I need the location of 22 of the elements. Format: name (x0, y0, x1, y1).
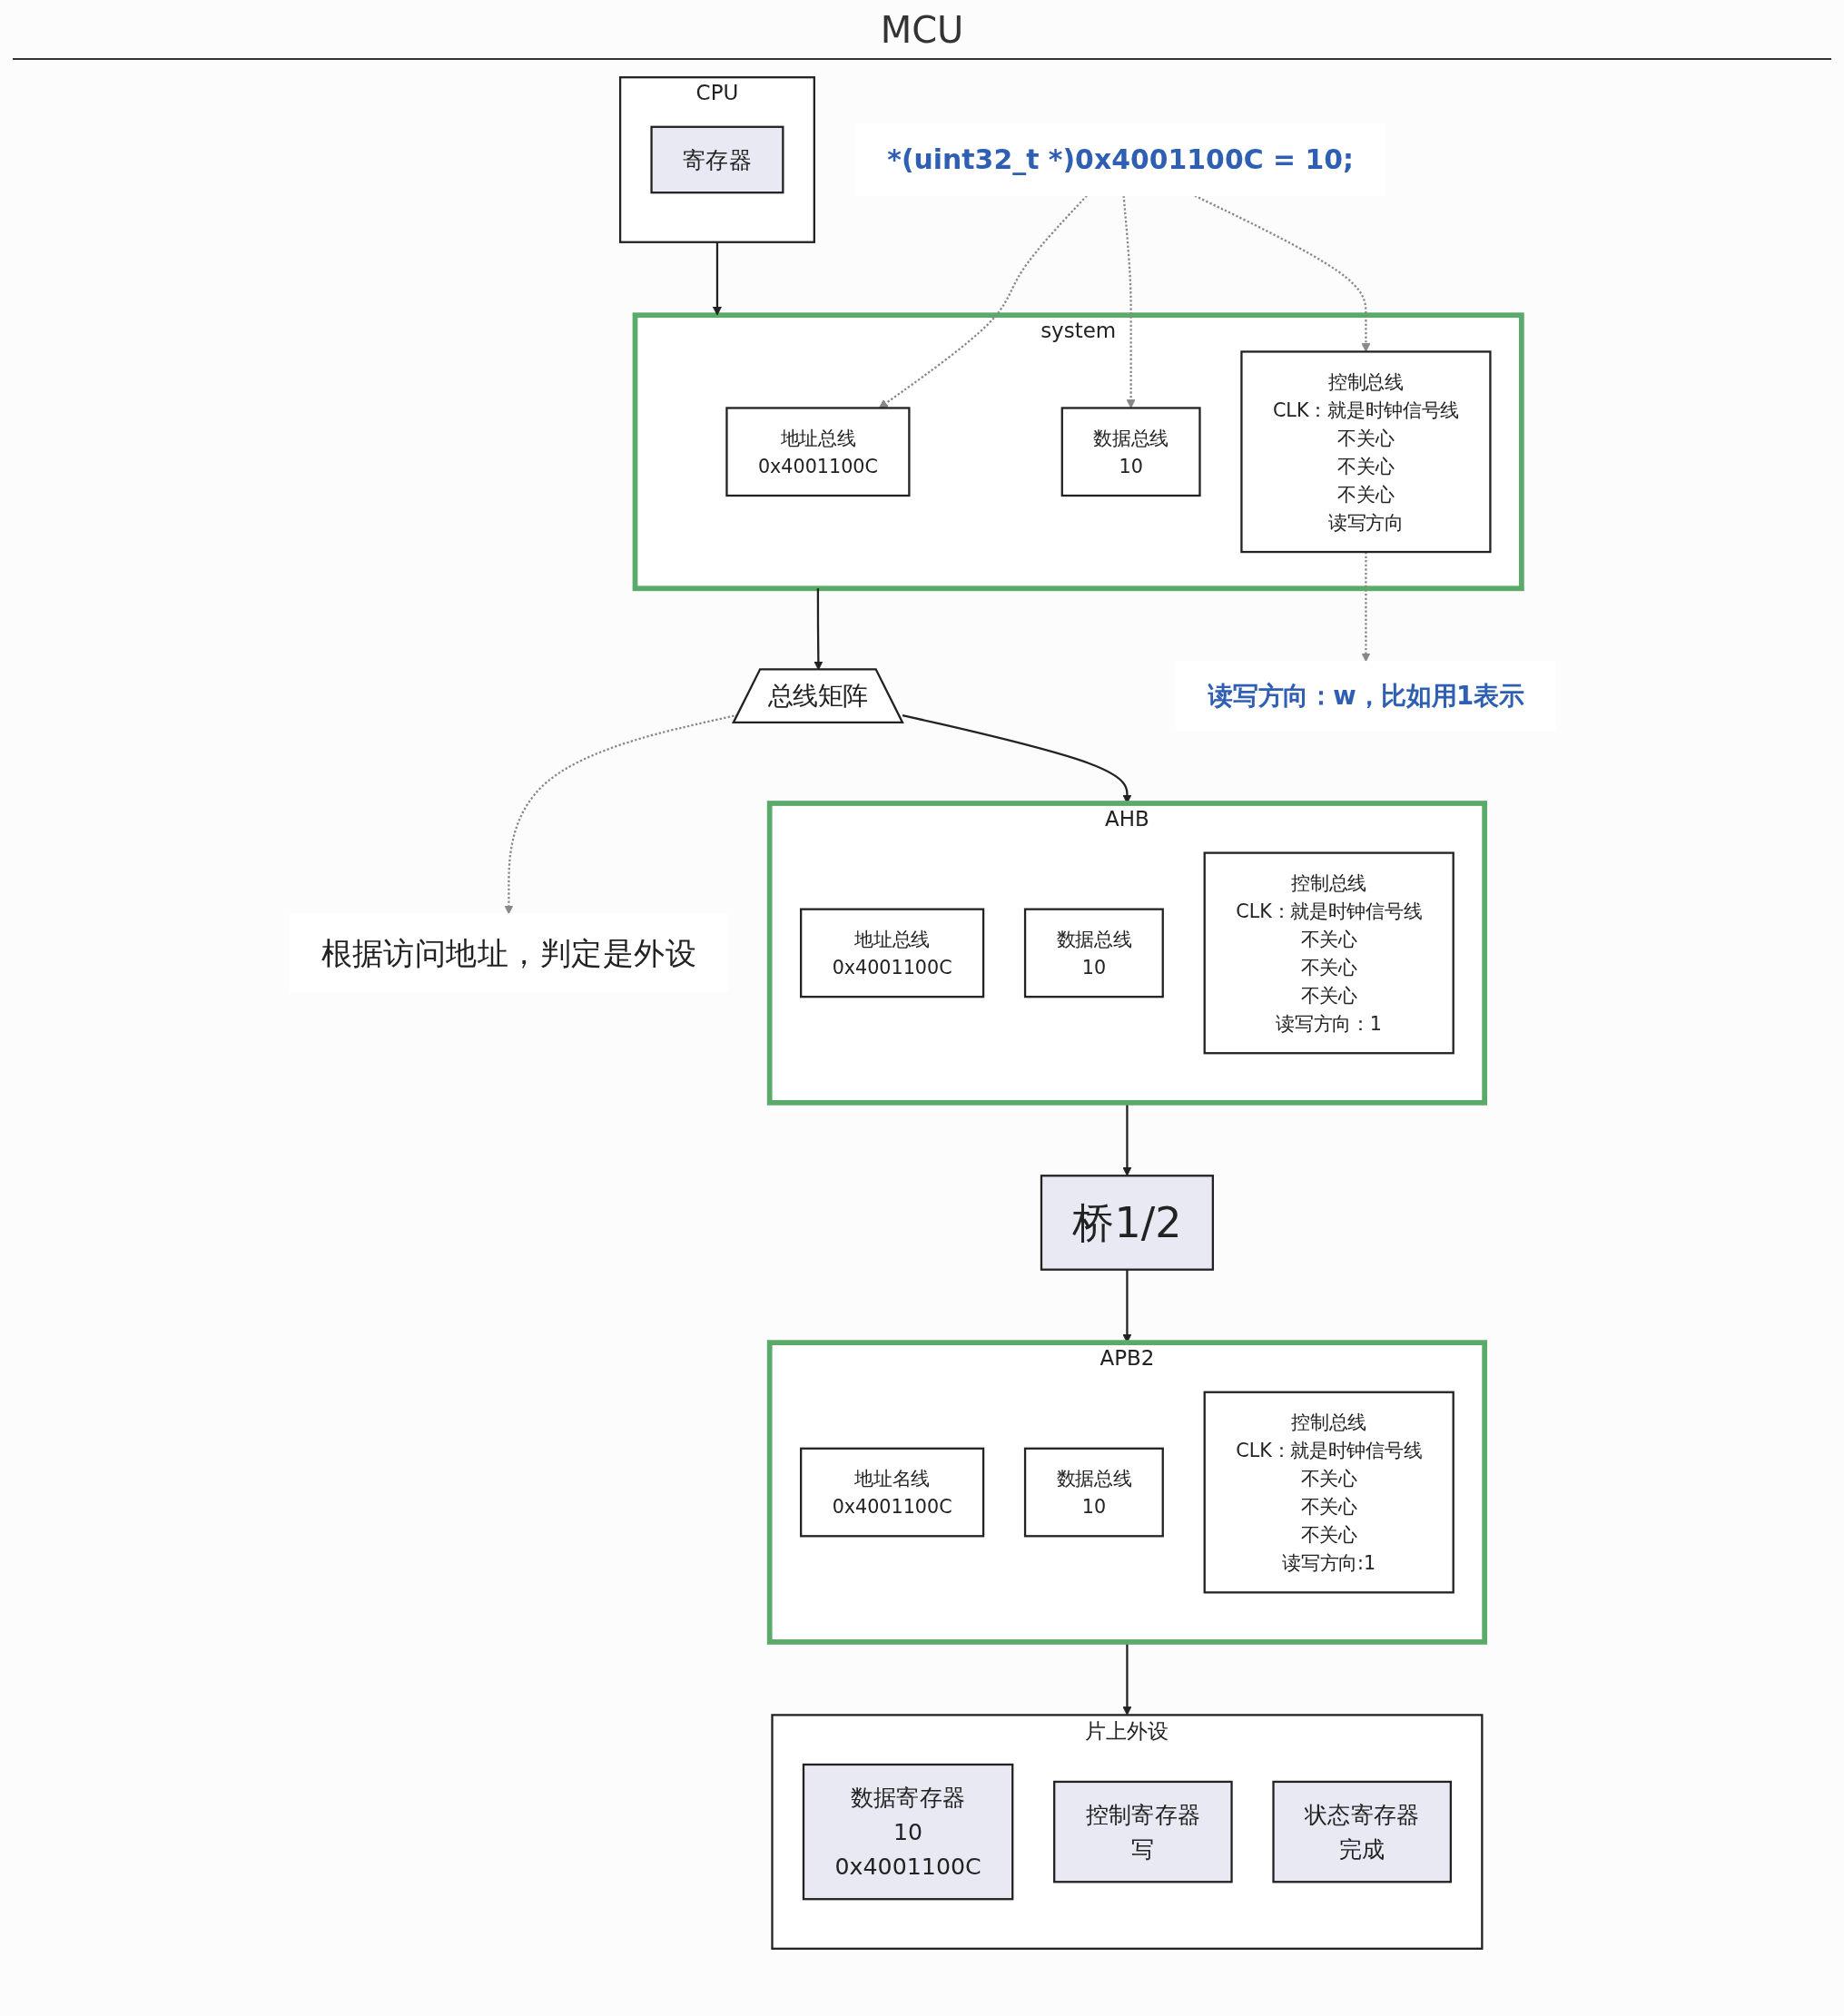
node-box: 状态寄存器 完成 (1271, 1780, 1452, 1883)
node-box: 控制总线 CLK：就是时钟信号线 不关心 不关心 不关心 读写方向：1 (1203, 851, 1454, 1055)
node-box: 地址总线 0x4001100C (799, 908, 984, 998)
arrow (712, 241, 722, 316)
node-box: 数据总线 10 (1060, 407, 1201, 497)
arrow (878, 194, 1088, 408)
node-text: 根据访问地址，判定是外设 (320, 934, 696, 972)
node-text: *(uint32_t *)0x4001100C = 10; (886, 143, 1354, 175)
node-box: 数据总线 10 (1023, 908, 1164, 998)
arrow (1193, 194, 1370, 352)
node-box: 数据寄存器 10 0x4001100C (802, 1763, 1013, 1901)
node-box: 地址名线 0x4001100C (799, 1447, 984, 1538)
arrow (1121, 195, 1136, 408)
node-box: 控制寄存器 写 (1052, 1780, 1233, 1883)
diagram-title: MCU (13, 0, 1831, 60)
node-box: 寄存器 (649, 125, 784, 194)
node-box: 地址总线 0x4001100C (725, 407, 911, 497)
node-box: 数据总线 10 (1023, 1447, 1164, 1538)
node-text: 读写方向：w，比如用1表示 (1207, 681, 1524, 711)
node-box: 控制总线 CLK：就是时钟信号线 不关心 不关心 不关心 读写方向:1 (1203, 1391, 1454, 1594)
node-box: 桥1/2 (1040, 1175, 1214, 1271)
node-box: 控制总线 CLK：就是时钟信号线 不关心 不关心 不关心 读写方向 (1239, 350, 1492, 554)
